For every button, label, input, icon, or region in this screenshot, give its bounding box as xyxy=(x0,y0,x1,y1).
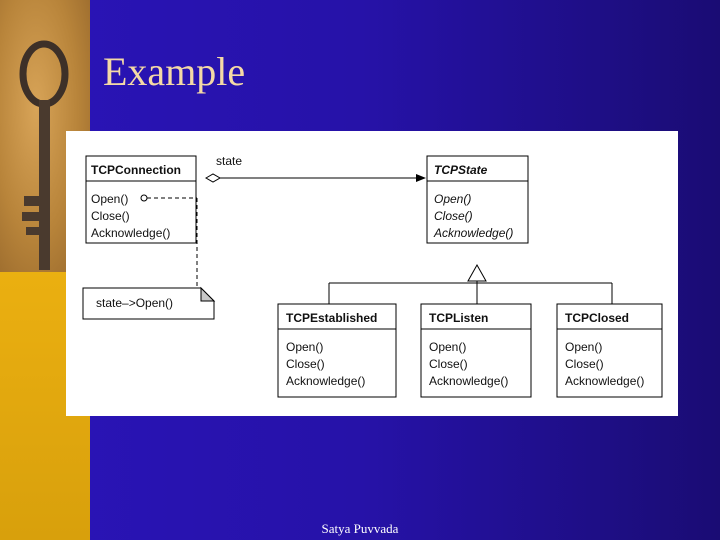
generalization xyxy=(328,263,613,304)
operation: Open() xyxy=(434,192,471,206)
note-state-open: state–>Open() xyxy=(82,286,216,320)
operation: Open() xyxy=(286,340,323,354)
operation: Open() xyxy=(91,192,128,206)
note-connector xyxy=(140,194,198,286)
operation: Close() xyxy=(434,209,473,223)
operation: Acknowledge() xyxy=(433,226,513,240)
uml-diagram: TCPConnection Open() Close() Acknowledge… xyxy=(66,131,678,416)
class-tcpestablished: TCPEstablished Open() Close() Acknowledg… xyxy=(277,303,397,398)
class-name: TCPListen xyxy=(429,311,488,325)
class-tcpstate: TCPState Open() Close() Acknowledge() xyxy=(426,155,529,244)
class-tcpclosed: TCPClosed Open() Close() Acknowledge() xyxy=(556,303,663,398)
association-label: state xyxy=(216,154,242,168)
slide-footer: Satya Puvvada xyxy=(321,521,399,536)
operation: Close() xyxy=(286,357,325,371)
operation: Close() xyxy=(565,357,604,371)
state-association: state xyxy=(204,154,426,183)
class-name: TCPConnection xyxy=(91,163,181,177)
class-name: TCPState xyxy=(434,163,488,177)
operation: Close() xyxy=(91,209,130,223)
operation: Acknowledge() xyxy=(429,374,508,388)
class-name: TCPEstablished xyxy=(286,311,377,325)
class-tcplisten: TCPListen Open() Close() Acknowledge() xyxy=(420,303,532,398)
slide-title: Example xyxy=(103,49,246,94)
operation: Acknowledge() xyxy=(565,374,644,388)
operation: Open() xyxy=(429,340,466,354)
class-name: TCPClosed xyxy=(565,311,629,325)
note-text: state–>Open() xyxy=(96,296,173,310)
operation: Close() xyxy=(429,357,468,371)
operation: Acknowledge() xyxy=(286,374,365,388)
operation: Acknowledge() xyxy=(91,226,170,240)
operation: Open() xyxy=(565,340,602,354)
